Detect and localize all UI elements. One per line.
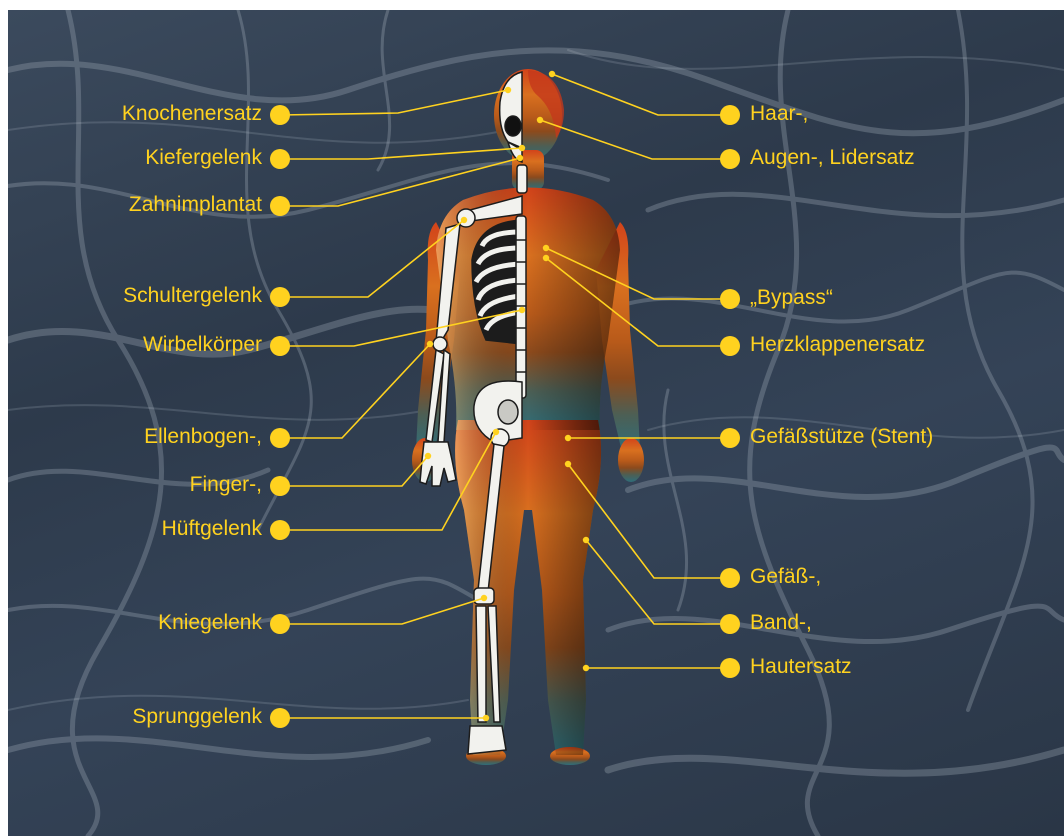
left-leader-tip-2	[517, 155, 523, 161]
left-label-dot-9	[270, 708, 290, 728]
left-leader-line-7	[280, 432, 496, 530]
left-leader-tip-0	[505, 87, 511, 93]
left-label-dot-5	[270, 428, 290, 448]
right-leader-tip-4	[565, 435, 571, 441]
right-label-dot-7	[720, 658, 740, 678]
left-leader-tip-3	[461, 217, 467, 223]
right-leader-line-5	[568, 464, 730, 578]
left-leader-tip-6	[425, 453, 431, 459]
label-augen-lidersatz: Augen-, Lidersatz	[750, 146, 915, 170]
left-label-dot-4	[270, 336, 290, 356]
right-leader-tip-5	[565, 461, 571, 467]
left-leader-line-4	[280, 310, 522, 346]
left-leader-tip-1	[519, 145, 525, 151]
right-leader-tip-1	[537, 117, 543, 123]
right-leader-tip-0	[549, 71, 555, 77]
label-hueftgelenk: Hüftgelenk	[162, 517, 262, 541]
right-label-dot-1	[720, 149, 740, 169]
right-label-dot-0	[720, 105, 740, 125]
left-label-dot-8	[270, 614, 290, 634]
right-leader-tip-3	[543, 255, 549, 261]
label-gefaessstuetze: Gefäßstütze (Stent)	[750, 425, 933, 449]
left-label-dot-6	[270, 476, 290, 496]
right-label-dot-4	[720, 428, 740, 448]
right-label-dot-5	[720, 568, 740, 588]
label-hautersatz: Hautersatz	[750, 655, 852, 679]
label-ellenbogen: Ellenbogen-,	[144, 425, 262, 449]
right-leader-line-0	[552, 74, 730, 115]
label-wirbelkoerper: Wirbelkörper	[143, 333, 262, 357]
label-kniegelenk: Kniegelenk	[158, 611, 262, 635]
left-label-dot-3	[270, 287, 290, 307]
left-label-dot-1	[270, 149, 290, 169]
label-knochenersatz: Knochenersatz	[122, 102, 262, 126]
left-leader-line-3	[280, 220, 464, 297]
label-herzklappenersatz: Herzklappenersatz	[750, 333, 925, 357]
left-leader-tip-7	[493, 429, 499, 435]
label-bypass: „Bypass“	[750, 286, 833, 310]
right-leader-line-6	[586, 540, 730, 624]
label-haar: Haar-,	[750, 102, 808, 126]
left-leader-tip-5	[427, 341, 433, 347]
left-label-dot-7	[270, 520, 290, 540]
left-leader-tip-9	[483, 715, 489, 721]
right-leader-tip-2	[543, 245, 549, 251]
left-leader-line-5	[280, 344, 430, 438]
label-sprunggelenk: Sprunggelenk	[132, 705, 262, 729]
label-kiefergelenk: Kiefergelenk	[145, 146, 262, 170]
label-gefaess: Gefäß-,	[750, 565, 821, 589]
right-leader-line-2	[546, 248, 730, 299]
right-leader-line-1	[540, 120, 730, 159]
left-leader-line-6	[280, 456, 428, 486]
left-leader-line-1	[280, 148, 522, 159]
label-band: Band-,	[750, 611, 812, 635]
illustration-panel: Knochenersatz Kiefergelenk Zahnimplantat…	[8, 10, 1064, 836]
left-leader-tip-4	[519, 307, 525, 313]
right-label-dot-2	[720, 289, 740, 309]
left-leader-tip-8	[481, 595, 487, 601]
label-finger: Finger-,	[190, 473, 262, 497]
left-leader-line-0	[280, 90, 508, 115]
right-label-dot-6	[720, 614, 740, 634]
right-leader-tip-6	[583, 537, 589, 543]
left-label-dot-2	[270, 196, 290, 216]
right-leader-line-3	[546, 258, 730, 346]
right-leader-tip-7	[583, 665, 589, 671]
label-schultergelenk: Schultergelenk	[123, 284, 262, 308]
left-leader-line-8	[280, 598, 484, 624]
left-leader-line-2	[280, 158, 520, 206]
right-label-dot-3	[720, 336, 740, 356]
left-label-dot-0	[270, 105, 290, 125]
label-zahnimplantat: Zahnimplantat	[129, 193, 262, 217]
